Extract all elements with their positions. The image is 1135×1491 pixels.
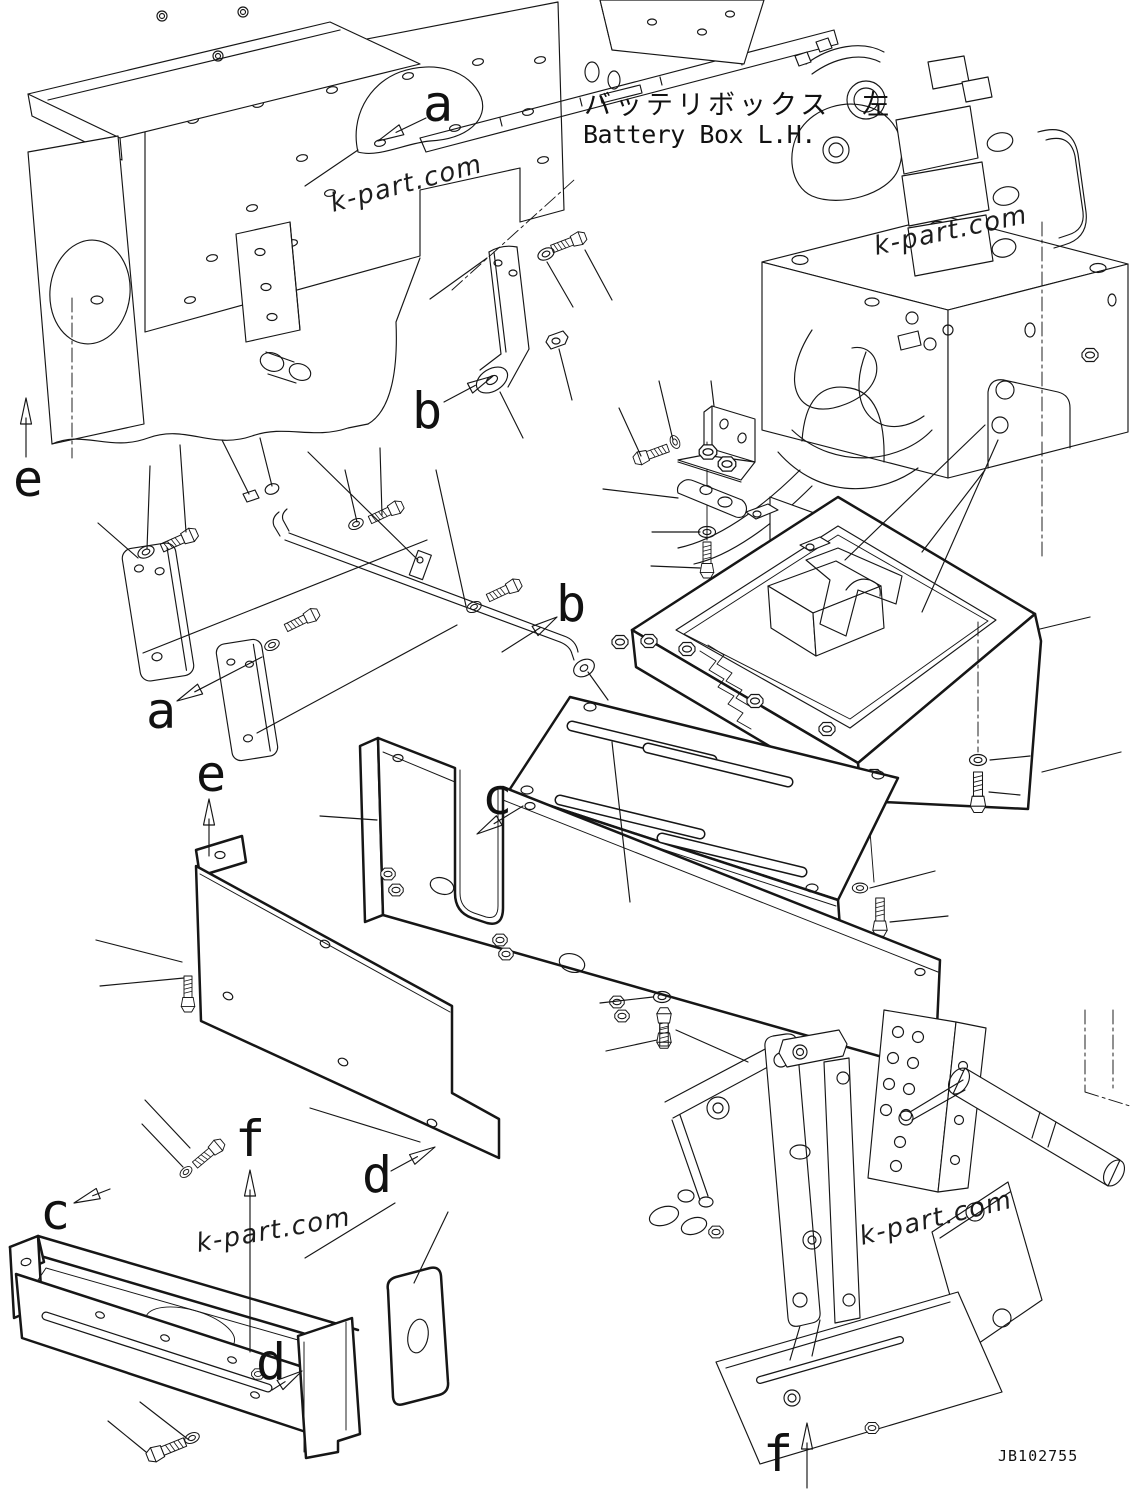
callout-f: f (235, 1110, 265, 1353)
watermark: k-part.com (194, 1202, 353, 1259)
callout-d: d (362, 1146, 436, 1204)
clamp-bracket-assembly (451, 179, 589, 394)
callout-d: d (256, 1333, 303, 1391)
leader-lines (95, 149, 1122, 1453)
callout-letter-a: a (423, 75, 453, 133)
hydraulic-valve-assembly (677, 37, 1129, 565)
callout-letter-f: f (763, 1425, 793, 1483)
callout-letter-b: b (556, 575, 586, 633)
callout-letter-d: d (362, 1146, 392, 1204)
callout-c: c (40, 1183, 111, 1241)
callout-letter-a: a (146, 682, 176, 740)
callout-c: c (476, 768, 524, 835)
angle-bracket-assembly (631, 405, 756, 579)
text-layer: バッテリボックス 左 Battery Box L.H. JB102755 (583, 90, 1078, 1465)
control-linkage-assembly (648, 1007, 1131, 1465)
callout-letter-c: c (40, 1183, 70, 1241)
callout-e: e (13, 397, 43, 508)
drawing-number: JB102755 (998, 1447, 1078, 1465)
callout-letter-f: f (235, 1110, 265, 1168)
u-bracket-panel (358, 736, 942, 1074)
detail-view-boundary (355, 66, 484, 154)
callout-b: b (501, 575, 586, 653)
callout-e: e (196, 745, 226, 857)
chassis-frame (27, 0, 839, 459)
callout-a: a (377, 75, 453, 142)
callout-letter-e: e (196, 745, 226, 803)
diagram-title-japanese: バッテリボックス 左 (584, 90, 893, 121)
callout-b: b (412, 375, 494, 440)
callout-letter-e: e (13, 450, 43, 508)
callout-a: a (146, 656, 263, 740)
callout-letter-c: c (482, 768, 512, 826)
callout-letter-b: b (412, 382, 442, 440)
callout-f: f (763, 1422, 814, 1489)
battery-box-lower (8, 1136, 450, 1465)
diagram-title-english: Battery Box L.H. (583, 120, 816, 149)
side-cover-panel (180, 834, 501, 1160)
callout-letter-d: d (256, 1333, 286, 1391)
